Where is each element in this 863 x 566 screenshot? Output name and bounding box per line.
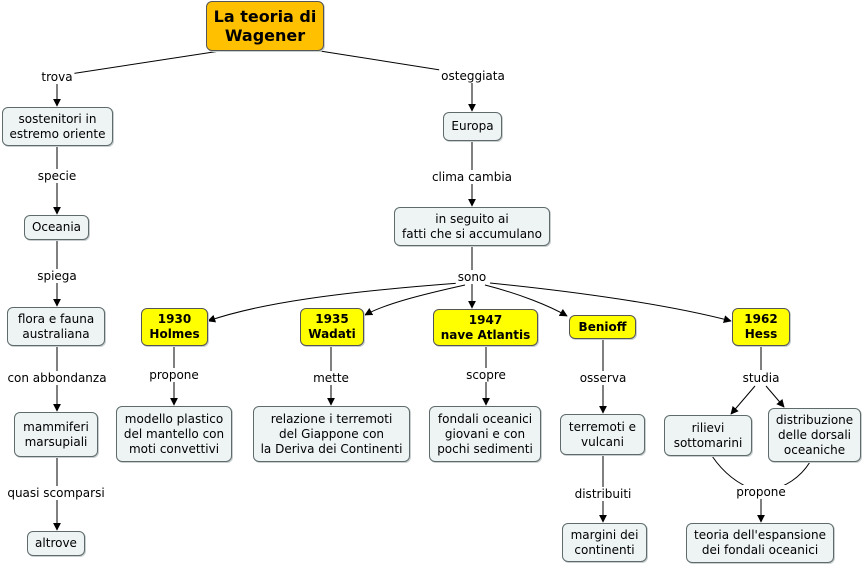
node-europa[interactable]: Europa bbox=[443, 112, 502, 141]
label-distribuiti: distribuiti bbox=[572, 487, 634, 501]
node-wadati[interactable]: 1935 Wadati bbox=[300, 308, 364, 346]
node-rilievi[interactable]: rilievi sottomarini bbox=[664, 415, 752, 456]
node-terremoti[interactable]: terremoti e vulcani bbox=[560, 414, 645, 455]
node-benioff[interactable]: Benioff bbox=[569, 315, 636, 339]
node-teoria[interactable]: teoria dell'espansione dei fondali ocean… bbox=[686, 523, 834, 563]
node-hess[interactable]: 1962 Hess bbox=[732, 308, 790, 346]
node-distribuzione[interactable]: distribuzione delle dorsali oceaniche bbox=[768, 408, 861, 462]
label-osteggiata: osteggiata bbox=[439, 69, 507, 83]
link-sono-benioff bbox=[484, 284, 568, 317]
label-studia: studia bbox=[740, 371, 782, 385]
node-sostenitori[interactable]: sostenitori in estremo oriente bbox=[2, 107, 113, 146]
label-propone-hess: propone bbox=[734, 485, 788, 499]
node-modello[interactable]: modello plastico del mantello con moti c… bbox=[116, 406, 232, 462]
label-clima-cambia: clima cambia bbox=[429, 170, 515, 184]
node-relazione[interactable]: relazione i terremoti del Giappone con l… bbox=[253, 406, 410, 462]
node-holmes[interactable]: 1930 Holmes bbox=[141, 308, 208, 346]
link-root-trova bbox=[56, 50, 221, 77]
link-sono-hess bbox=[489, 282, 732, 324]
node-altrove[interactable]: altrove bbox=[27, 531, 85, 556]
label-spiega: spiega bbox=[35, 269, 79, 283]
label-specie: specie bbox=[35, 169, 79, 183]
link-sono-holmes bbox=[207, 282, 461, 323]
node-oceania[interactable]: Oceania bbox=[24, 215, 89, 240]
node-margini[interactable]: margini dei continenti bbox=[562, 523, 647, 562]
label-scopre: scopre bbox=[464, 368, 508, 382]
node-flora[interactable]: flora e fauna australiana bbox=[7, 307, 105, 346]
link-sono-wadati bbox=[364, 284, 466, 316]
node-seguito[interactable]: in seguito ai fatti che si accumulano bbox=[394, 207, 550, 246]
label-trova: trova bbox=[39, 70, 75, 84]
label-quasi-scomparsi: quasi scomparsi bbox=[5, 486, 107, 500]
label-osserva: osserva bbox=[577, 371, 629, 385]
label-sono: sono bbox=[455, 270, 489, 284]
link-studia-distribuzione bbox=[765, 385, 785, 408]
node-fondali[interactable]: fondali oceanici giovani e con pochi sed… bbox=[429, 406, 541, 462]
node-mammiferi[interactable]: mammiferi marsupiali bbox=[14, 412, 98, 457]
link-studia-rilievi bbox=[730, 385, 756, 415]
node-atlantis[interactable]: 1947 nave Atlantis bbox=[433, 309, 538, 346]
node-root[interactable]: La teoria di Wagener bbox=[206, 1, 324, 51]
label-con-abbondanza: con abbondanza bbox=[5, 371, 109, 385]
label-propone-holmes: propone bbox=[147, 368, 201, 382]
label-mette: mette bbox=[311, 371, 351, 385]
